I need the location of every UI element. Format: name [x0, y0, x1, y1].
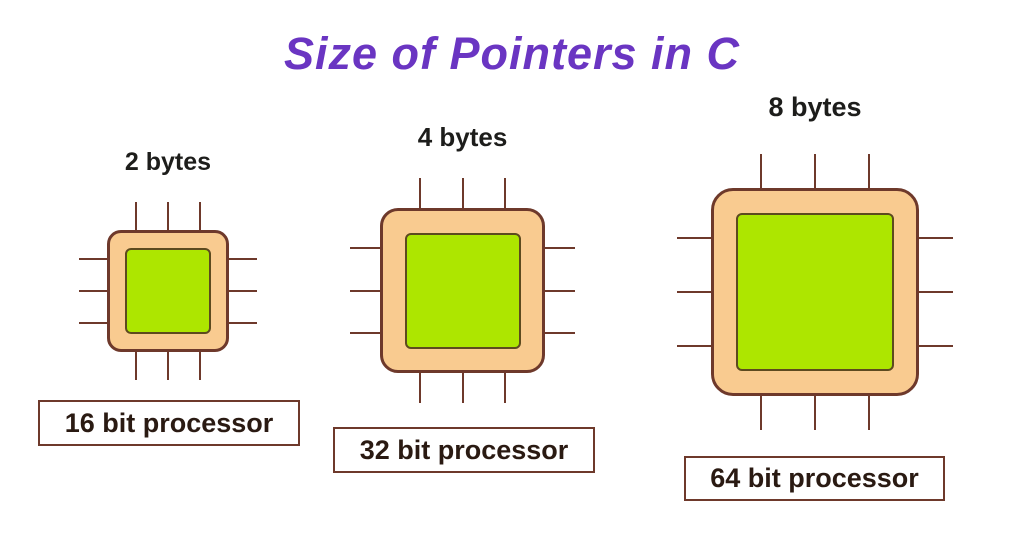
chip-pin	[167, 352, 169, 380]
chip-pin	[350, 246, 380, 249]
chip-pin	[135, 202, 138, 230]
chip-pin	[868, 154, 871, 188]
processor-label-64bit: 64 bit processor	[684, 456, 945, 501]
chip-pin	[814, 154, 816, 188]
chip-pin	[677, 236, 711, 239]
chip-body	[107, 230, 229, 352]
chip-pin	[677, 291, 711, 293]
chip-body	[711, 188, 919, 396]
chip-pin	[759, 154, 762, 188]
chip-pin	[919, 291, 953, 293]
chip-pin	[418, 178, 421, 208]
chip-pin	[545, 289, 575, 292]
chip-pin	[868, 396, 871, 430]
chip-pin	[418, 373, 421, 403]
chip-pin	[229, 258, 257, 261]
chip-pin	[545, 332, 575, 335]
chip-pin	[545, 246, 575, 249]
chip-pin	[198, 352, 201, 380]
chip-pin	[461, 373, 464, 403]
chip-pin	[919, 236, 953, 239]
page-title: Size of Pointers in C	[283, 28, 741, 79]
chip-core	[404, 232, 521, 349]
chip-pin	[79, 258, 107, 261]
chip-pin	[759, 396, 762, 430]
chip-pin	[350, 332, 380, 335]
chip-pin	[79, 321, 107, 324]
chip-pin	[229, 290, 257, 292]
chip-pin	[79, 290, 107, 292]
bytes-label-32bit: 4 bytes	[417, 122, 508, 152]
chip-pin	[461, 178, 464, 208]
chip-core	[736, 213, 894, 371]
bytes-label-64bit: 8 bytes	[768, 92, 862, 122]
chip-64bit	[677, 154, 953, 430]
chip-body	[380, 208, 545, 373]
chip-pin	[919, 345, 953, 348]
chip-pin	[198, 202, 201, 230]
processor-label-16bit: 16 bit processor	[38, 400, 300, 446]
chip-32bit	[350, 178, 575, 403]
chip-core	[125, 248, 211, 334]
chip-pin	[504, 373, 507, 403]
chip-pin	[677, 345, 711, 348]
bytes-label-16bit: 2 bytes	[124, 148, 212, 176]
chip-pin	[350, 289, 380, 292]
chip-pin	[135, 352, 138, 380]
chip-pin	[504, 178, 507, 208]
chip-pin	[229, 321, 257, 324]
processor-label-32bit: 32 bit processor	[333, 427, 595, 473]
chip-pin	[814, 396, 816, 430]
chip-16bit	[79, 202, 257, 380]
chip-pin	[167, 202, 169, 230]
